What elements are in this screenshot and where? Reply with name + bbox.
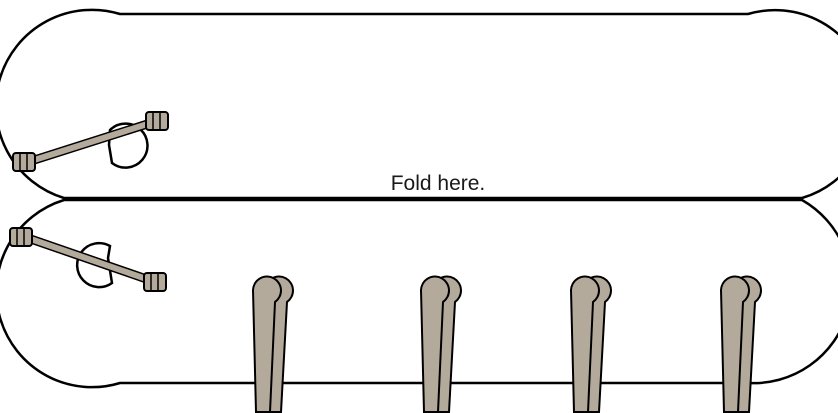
top-tie-knot-right	[145, 111, 169, 131]
bottom-tie-knot-right	[143, 272, 167, 292]
clip-2	[419, 275, 462, 413]
clip-4	[719, 275, 762, 413]
bottom-tie-knot-left	[9, 227, 33, 247]
clip-3	[569, 275, 612, 413]
top-tie	[12, 111, 169, 172]
fold-label: Fold here.	[391, 172, 486, 195]
top-tie-knot-left	[12, 152, 36, 172]
top-flap	[0, 8, 838, 200]
clip-1	[251, 275, 294, 413]
bottom-tie	[9, 227, 167, 292]
bottom-flap	[0, 198, 838, 389]
